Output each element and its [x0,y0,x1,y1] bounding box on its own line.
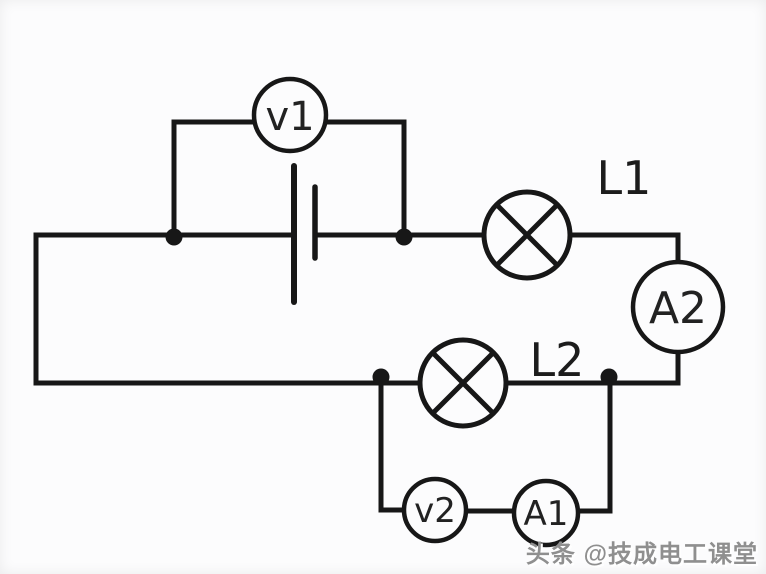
lamp-l2-cross [431,351,495,415]
lamp-l2-symbol [417,337,509,429]
voltmeter-v1-symbol: v1 [251,76,329,154]
watermark-text: 头条 @技成电工课堂 [525,541,758,568]
voltmeter-v1-circle [251,76,329,154]
ammeter-a1-symbol: A1 [511,478,581,548]
wire-voltmeter1-right-leg [325,119,407,235]
wire-main-loop-left [33,232,420,386]
junction-node-top-right [395,228,413,246]
lamp-l1-circle [481,189,573,281]
wire-voltmeter1-left-leg [171,119,255,235]
lamp-l2-label: L2 [530,333,585,387]
wire-lamp1-to-ammeter2 [569,232,681,263]
ammeter-a1-circle [511,478,581,548]
wire-ammeter2-to-lamp2 [506,352,681,386]
voltmeter-v2-symbol: v2 [401,476,469,544]
lamp-l1-label: L1 [597,151,652,205]
lamp-l1-cross [495,203,559,267]
voltmeter-v2-label: v2 [414,491,456,531]
voltmeter-v2-circle [401,476,469,544]
wire-subbranch-right-leg [578,383,613,514]
wire-subbranch-left-leg [378,383,405,513]
junction-node-bottom-right [600,368,618,386]
junction-node-top-left [165,228,183,246]
voltmeter-v1-label: v1 [265,94,314,140]
junction-node-bottom-left [372,368,390,386]
lamp-l1-symbol [481,189,573,281]
ammeter-a2-circle [630,259,726,355]
lamp-l2-circle [417,337,509,429]
ammeter-a1-label: A1 [524,494,569,534]
battery-cell [291,163,318,305]
ammeter-a2-label: A2 [649,283,707,334]
ammeter-a2-symbol: A2 [630,259,726,355]
